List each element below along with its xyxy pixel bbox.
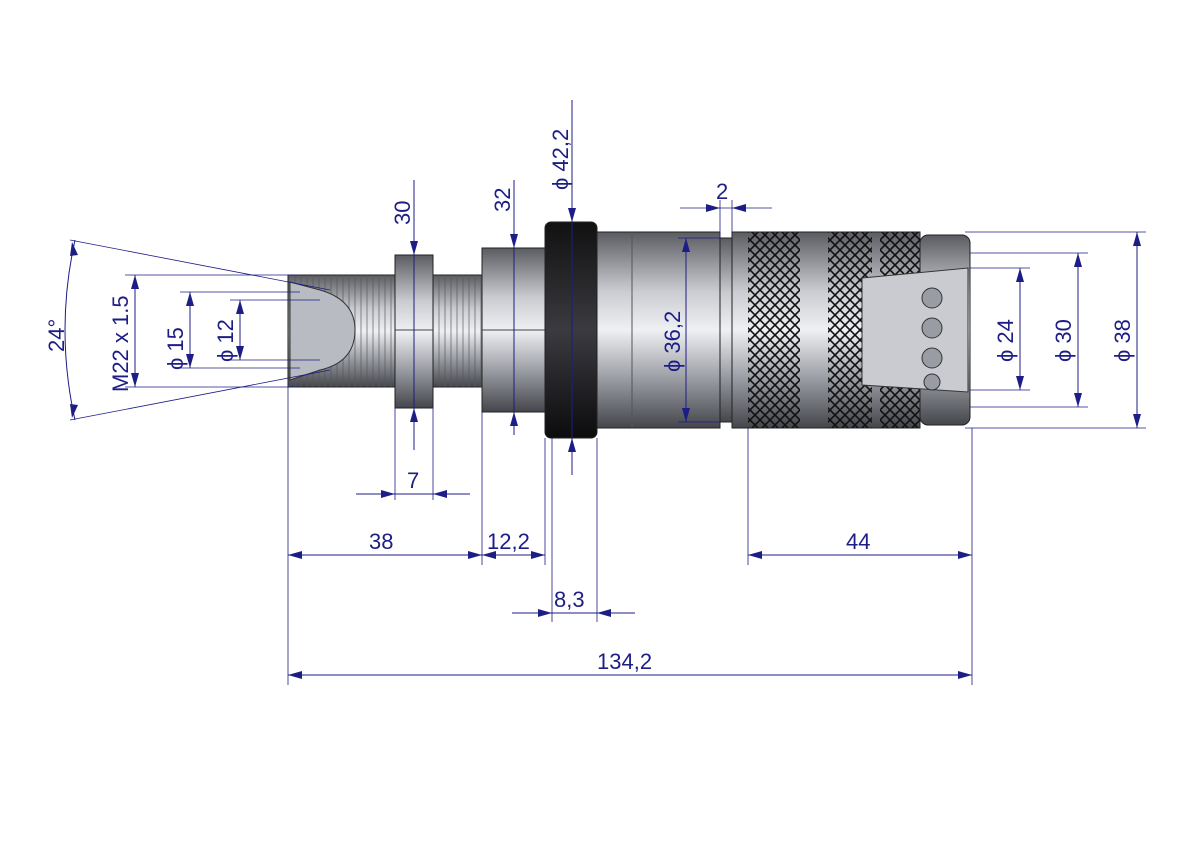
label-dia-12: ϕ 12 xyxy=(213,319,238,362)
dimension-labels: 24° M22 x 1.5 ϕ 15 ϕ 12 30 32 ϕ 42,2 2 ϕ… xyxy=(44,129,1135,674)
label-thread: M22 x 1.5 xyxy=(108,295,133,392)
label-len-44: 44 xyxy=(846,529,870,554)
label-hex-32: 32 xyxy=(490,188,515,212)
label-dia-30: ϕ 30 xyxy=(1051,319,1076,362)
label-gap-2: 2 xyxy=(716,179,728,204)
black-ring xyxy=(544,221,598,439)
bore-section xyxy=(289,281,356,381)
label-len-134-2: 134,2 xyxy=(597,649,652,674)
label-nut-30: 30 xyxy=(390,201,415,225)
label-dia-42-2: ϕ 42,2 xyxy=(548,129,573,190)
label-len-38: 38 xyxy=(369,529,393,554)
dimension-lines xyxy=(64,100,1146,685)
label-dia-36-2: ϕ 36,2 xyxy=(660,311,685,372)
label-len-8-3: 8,3 xyxy=(554,587,585,612)
label-dia-38: ϕ 38 xyxy=(1110,319,1135,362)
coupling-body xyxy=(287,221,971,439)
label-len-12-2: 12,2 xyxy=(487,529,530,554)
locking-balls xyxy=(921,287,943,391)
label-dia-24: ϕ 24 xyxy=(993,319,1018,362)
section-cut xyxy=(861,267,969,393)
label-angle: 24° xyxy=(44,319,69,352)
label-dia-15: ϕ 15 xyxy=(163,327,188,370)
dimension-arrows xyxy=(70,204,1141,679)
label-len-7: 7 xyxy=(407,468,419,493)
sleeve xyxy=(596,231,721,429)
